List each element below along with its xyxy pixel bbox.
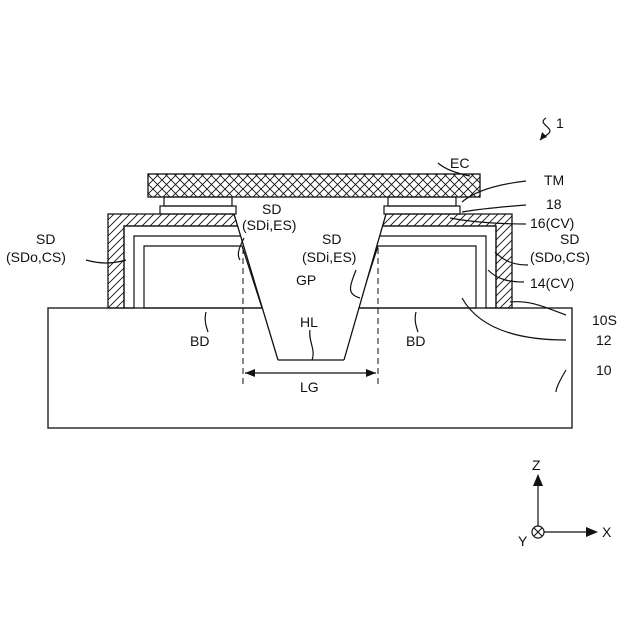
axis-z-label: Z: [532, 457, 541, 473]
label-10: 10: [596, 362, 612, 378]
label-lg: LG: [300, 379, 319, 395]
body-12-right: [358, 246, 476, 308]
label-14-cv: 14(CV): [530, 275, 574, 291]
body-12-left: [144, 246, 262, 308]
label-16-cv: 16(CV): [530, 215, 574, 231]
z-arrow-head: [533, 474, 543, 486]
label-bd-left: BD: [190, 333, 209, 349]
electrode-ec: [148, 174, 480, 197]
cover-layer-14-right: [378, 226, 496, 308]
label-ref-1: 1: [556, 115, 564, 131]
cover-layer-16-right: [382, 214, 512, 308]
label-gp: GP: [296, 272, 316, 288]
terminal-18-left: [160, 206, 236, 214]
label-sd-left: SD: [36, 231, 55, 247]
label-sd-right: SD: [560, 231, 579, 247]
label-sd-mid: SD: [322, 231, 341, 247]
label-hl: HL: [300, 314, 318, 330]
axis-indicator: Z X Y: [518, 457, 612, 549]
label-sdi-es-mid: (SDi,ES): [302, 249, 356, 265]
label-tm: TM: [544, 172, 564, 188]
label-sd-top: SD: [262, 201, 281, 217]
terminal-18-right: [384, 206, 460, 214]
terminal-tm-left: [164, 197, 232, 206]
label-10s: 10S: [592, 312, 617, 328]
label-sdo-cs-right: (SDo,CS): [530, 249, 590, 265]
axis-y-label: Y: [518, 533, 528, 549]
label-sdo-cs-left: (SDo,CS): [6, 249, 66, 265]
cover-layer-16-left: [108, 214, 238, 308]
label-bd-right: BD: [406, 333, 425, 349]
ref-1-arrowhead: [540, 132, 547, 140]
label-sdi-es-top: (SDi,ES): [242, 217, 296, 233]
x-arrow-head: [586, 527, 598, 537]
cover-layer-14-left: [124, 226, 242, 308]
label-18: 18: [546, 196, 562, 212]
terminal-tm-right: [388, 197, 456, 206]
axis-x-label: X: [602, 524, 612, 540]
label-12: 12: [596, 332, 612, 348]
label-ec: EC: [450, 155, 469, 171]
